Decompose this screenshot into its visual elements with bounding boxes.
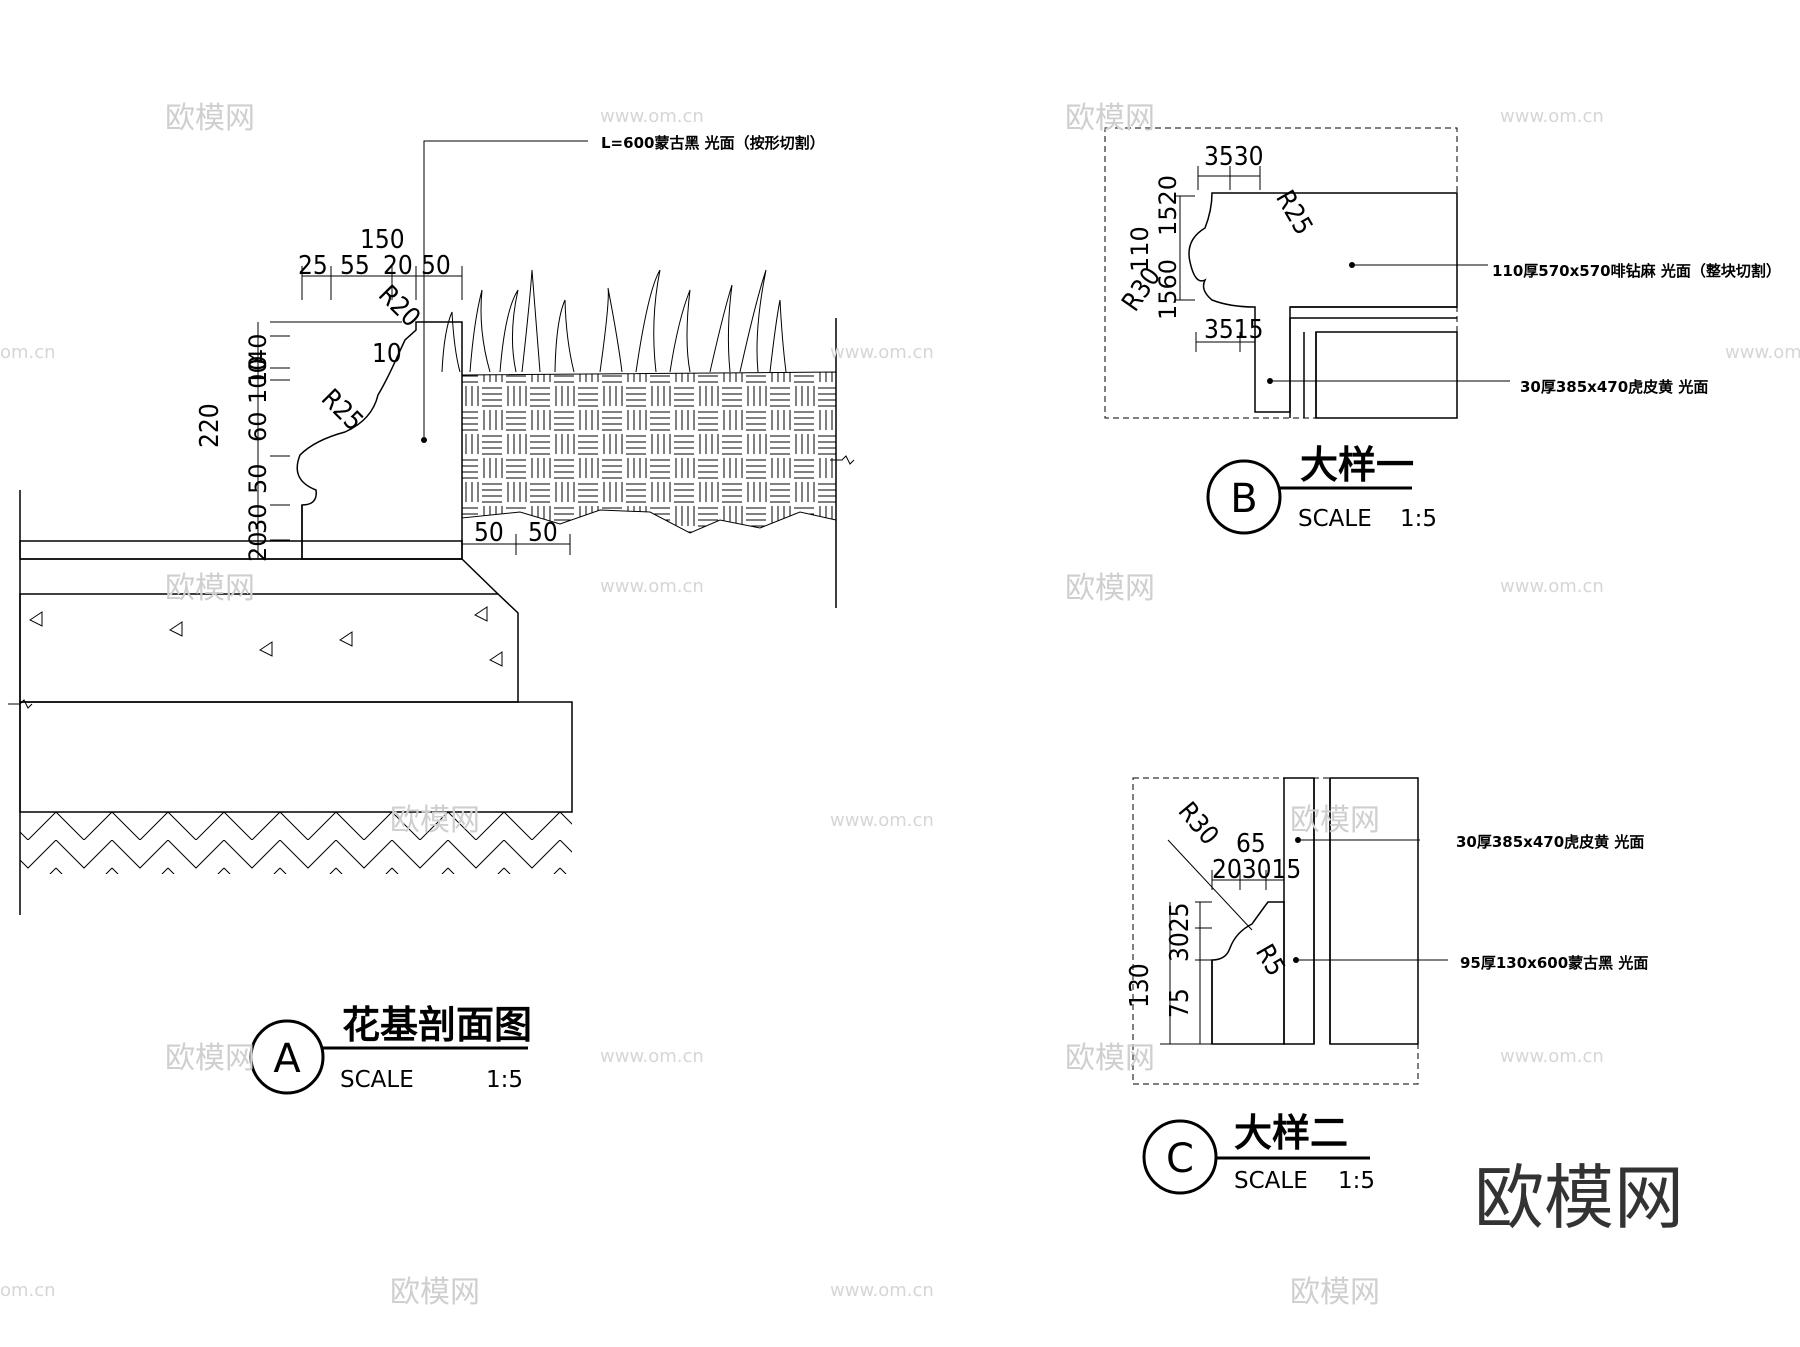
watermark-brand-5: 欧模网 bbox=[390, 803, 480, 838]
dim-a-left-2: 10 bbox=[244, 355, 272, 386]
watermark-brand-6: 欧模网 bbox=[1290, 803, 1380, 838]
dim-b-top: 3530 bbox=[1204, 142, 1264, 172]
dim-a-left-3: 100 bbox=[244, 358, 272, 404]
title-block-a bbox=[249, 1019, 528, 1095]
dim-c-r30: R30 bbox=[1172, 797, 1225, 852]
scale-a-value: 1:5 bbox=[486, 1067, 523, 1093]
watermark-url-12: www.om.cn bbox=[830, 1280, 934, 1301]
dim-a-left-6: 30 bbox=[244, 503, 272, 534]
dim-b-bottom: 3515 bbox=[1204, 315, 1264, 345]
title-block-c bbox=[1142, 1119, 1370, 1195]
watermark-url-4: www.om.cn bbox=[830, 342, 934, 363]
dim-a-bottom-1: 50 bbox=[474, 518, 504, 548]
detail-b-drawing bbox=[1104, 127, 1510, 419]
watermark-url-7: www.om.cn bbox=[1500, 576, 1604, 597]
dim-b-left-total: 110 bbox=[1126, 226, 1154, 272]
watermark-url-10: www.om.cn bbox=[1500, 1046, 1604, 1067]
dim-a-part-1: 25 bbox=[298, 251, 328, 281]
note-c-1: 30厚385x470虎皮黄 光面 bbox=[1456, 833, 1644, 851]
title-b: 大样一 bbox=[1300, 443, 1414, 487]
watermark-brand-8: 欧模网 bbox=[1065, 1041, 1155, 1076]
dim-a-left-7: 20 bbox=[244, 531, 272, 562]
scale-c-label: SCALE bbox=[1234, 1168, 1308, 1194]
dim-a-total-height: 220 bbox=[195, 403, 225, 448]
watermark-url-8: www.om.cn bbox=[830, 810, 934, 831]
note-c-2: 95厚130x600蒙古黑 光面 bbox=[1460, 954, 1648, 972]
watermark-url-1: www.om.cn bbox=[600, 106, 704, 127]
dim-a-left-1: 40 bbox=[244, 333, 272, 364]
watermark-brand-2: 欧模网 bbox=[1065, 101, 1155, 136]
watermark-brand-10: 欧模网 bbox=[1290, 1275, 1380, 1310]
dim-c-top-total: 65 bbox=[1236, 829, 1266, 859]
title-c: 大样二 bbox=[1234, 1111, 1348, 1155]
watermark-brand-7: 欧模网 bbox=[165, 1041, 255, 1076]
title-block-b bbox=[1206, 459, 1412, 535]
title-a: 花基剖面图 bbox=[342, 1003, 532, 1047]
title-a-letter: A bbox=[273, 1036, 301, 1082]
dim-c-left-total: 130 bbox=[1125, 963, 1155, 1008]
note-a-coping: L=600蒙古黑 光面（按形切割） bbox=[601, 134, 825, 152]
dim-a-left-4: 60 bbox=[244, 411, 272, 442]
dim-c-top-parts: 203015 bbox=[1212, 855, 1301, 885]
dim-a-r25: R25 bbox=[315, 383, 369, 437]
dim-c-left-bottom: 75 bbox=[1165, 988, 1195, 1018]
watermark-brand-1: 欧模网 bbox=[165, 101, 255, 136]
title-c-letter: C bbox=[1166, 1136, 1194, 1182]
dim-a-r10: 10 bbox=[372, 339, 402, 369]
watermark-brand-9: 欧模网 bbox=[390, 1275, 480, 1310]
dim-c-left-top: 3025 bbox=[1165, 902, 1195, 962]
title-b-letter: B bbox=[1230, 476, 1257, 522]
watermark-url-5: www.om.cn bbox=[1725, 342, 1800, 363]
dim-a-part-2: 55 bbox=[340, 251, 370, 281]
watermark-url-2: www.om.cn bbox=[1500, 106, 1604, 127]
scale-b-label: SCALE bbox=[1298, 506, 1372, 532]
dim-a-part-4: 50 bbox=[421, 251, 451, 281]
dim-a-part-3: 20 bbox=[383, 251, 413, 281]
dim-b-left-parts: 1560 bbox=[1154, 259, 1182, 320]
scale-b-value: 1:5 bbox=[1400, 506, 1437, 532]
note-b-1: 110厚570x570啡钻麻 光面（整块切割） bbox=[1492, 262, 1781, 280]
scale-a-label: SCALE bbox=[340, 1067, 414, 1093]
site-logo: 欧模网 bbox=[1474, 1157, 1684, 1239]
watermark-brand-4: 欧模网 bbox=[1065, 571, 1155, 606]
watermark-brand-3: 欧模网 bbox=[165, 571, 255, 606]
detail-c-drawing bbox=[1132, 777, 1448, 1085]
watermark-url-6: www.om.cn bbox=[600, 576, 704, 597]
dim-a-r20: R20 bbox=[372, 280, 426, 334]
dim-a-left-5: 50 bbox=[244, 463, 272, 494]
watermark-url-3: om.cn bbox=[0, 342, 56, 363]
dim-a-total-width: 150 bbox=[360, 225, 405, 255]
dim-a-bottom-2: 50 bbox=[528, 518, 558, 548]
scale-c-value: 1:5 bbox=[1338, 1168, 1375, 1194]
watermark-url-9: www.om.cn bbox=[600, 1046, 704, 1067]
section-a-drawing bbox=[8, 140, 855, 915]
dim-b-left-top: 1520 bbox=[1154, 175, 1182, 236]
note-b-2: 30厚385x470虎皮黄 光面 bbox=[1520, 378, 1708, 396]
watermark-url-11: om.cn bbox=[0, 1280, 56, 1301]
